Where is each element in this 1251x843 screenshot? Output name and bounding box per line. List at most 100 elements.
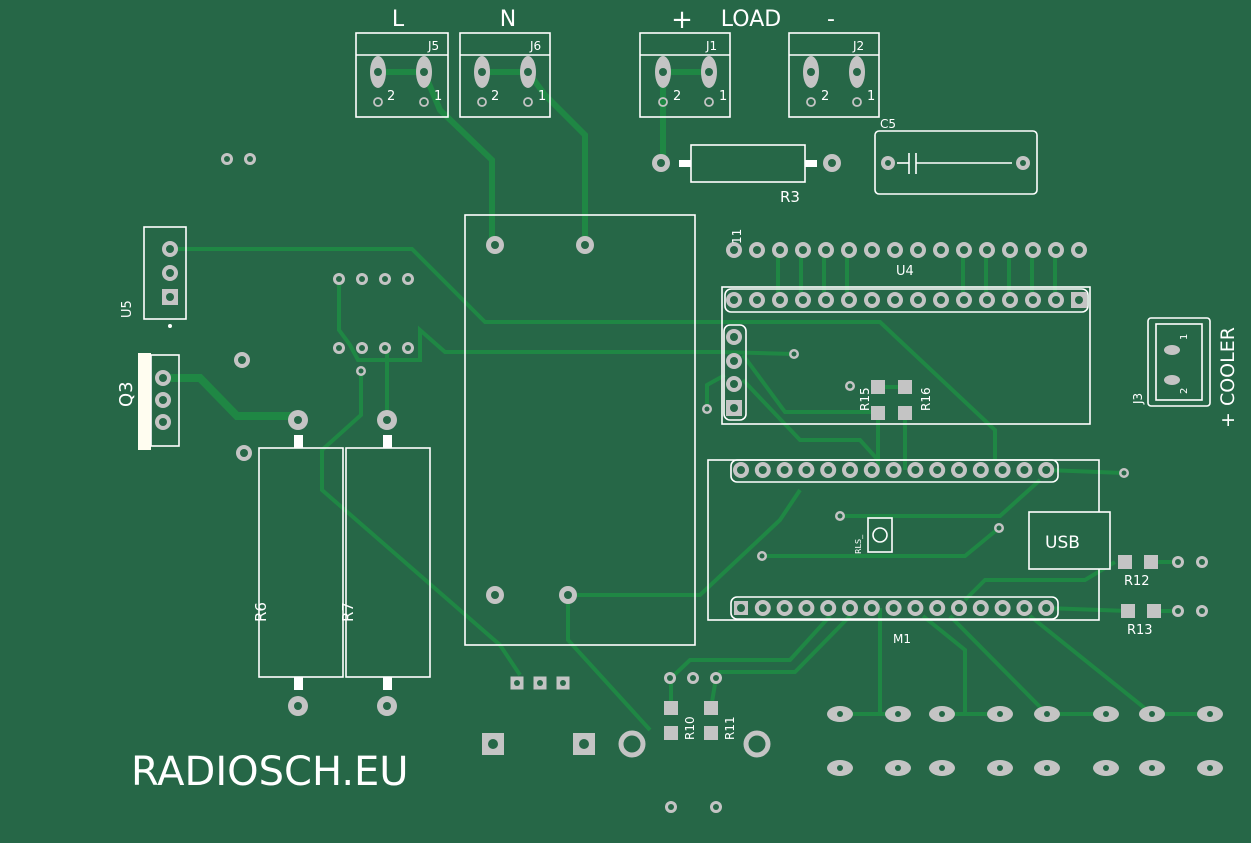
drill-hole — [895, 765, 901, 771]
q3-tab — [138, 353, 151, 450]
oval-pad — [1164, 345, 1180, 355]
drill-hole — [1029, 296, 1037, 304]
drill-hole — [1199, 608, 1205, 614]
drill-hole — [667, 675, 673, 681]
label-u4: U4 — [896, 264, 914, 279]
drill-hole — [937, 296, 945, 304]
drill-hole — [955, 466, 963, 474]
hole-marker — [658, 97, 668, 107]
drill-hole — [853, 68, 861, 76]
label-u4-pin: 11 — [730, 229, 744, 244]
drill-hole — [867, 604, 876, 612]
square-pad — [1144, 555, 1158, 569]
drill-hole — [837, 711, 843, 717]
square-pad — [1118, 555, 1132, 569]
drill-hole — [780, 604, 789, 612]
drill-hole — [159, 374, 167, 382]
drill-hole — [1020, 160, 1026, 166]
brand-label: RADIOSCH.EU — [131, 749, 409, 795]
ring-pad — [618, 730, 646, 758]
drill-hole — [960, 246, 968, 254]
hole-marker — [523, 97, 533, 107]
drill-hole — [960, 296, 968, 304]
drill-hole — [374, 68, 382, 76]
label-minus: - — [827, 7, 835, 32]
drill-hole — [1103, 711, 1109, 717]
drill-hole — [659, 68, 667, 76]
square-pad — [664, 726, 678, 740]
drill-hole — [799, 296, 807, 304]
label-j1: J1 — [705, 39, 717, 53]
j6-outline — [459, 32, 551, 118]
drill-hole — [911, 466, 920, 474]
square-pad — [898, 406, 912, 420]
drill-hole — [1006, 246, 1014, 254]
square-pad — [704, 701, 718, 715]
drill-hole — [939, 765, 945, 771]
drill-hole — [891, 246, 899, 254]
drill-hole — [998, 466, 1007, 474]
drill-hole — [238, 356, 246, 364]
drill-hole — [758, 466, 767, 474]
label-r3: R3 — [780, 188, 800, 206]
drill-hole — [824, 466, 833, 474]
label-r6: R6 — [252, 602, 270, 622]
label-c5: C5 — [880, 117, 896, 131]
square-pad — [871, 380, 885, 394]
drill-hole — [891, 296, 899, 304]
drill-hole — [753, 246, 761, 254]
label-j6: J6 — [529, 39, 541, 53]
drill-hole — [837, 513, 843, 519]
drill-hole — [976, 466, 985, 474]
drill-hole — [1075, 296, 1083, 304]
j3-pin-label: 2 — [1179, 388, 1190, 394]
drill-hole — [359, 276, 365, 282]
drill-hole — [846, 604, 854, 612]
drill-hole — [166, 245, 174, 253]
drill-hole — [895, 711, 901, 717]
drill-hole — [845, 246, 853, 254]
drill-hole — [668, 804, 674, 810]
square-pad — [1121, 604, 1135, 618]
drill-hole — [758, 604, 767, 612]
label-plus: + — [671, 5, 693, 35]
drill-hole — [524, 68, 532, 76]
drill-hole — [885, 160, 891, 166]
drill-hole — [383, 416, 391, 424]
drill-hole — [867, 466, 876, 474]
drill-hole — [1042, 604, 1051, 612]
drill-hole — [1020, 466, 1029, 474]
drill-hole — [911, 604, 920, 612]
drill-hole — [837, 765, 843, 771]
drill-hole — [730, 404, 738, 412]
label-usb: USB — [1045, 533, 1080, 553]
drill-hole — [247, 156, 253, 162]
drill-hole — [914, 296, 922, 304]
hole-marker — [419, 97, 429, 107]
drill-hole — [704, 406, 710, 412]
drill-hole — [705, 68, 713, 76]
drill-hole — [1052, 246, 1060, 254]
drill-hole — [1052, 296, 1060, 304]
label-j2: J2 — [852, 39, 864, 53]
drill-hole — [933, 604, 942, 612]
label-L: L — [392, 7, 405, 32]
drill-hole — [478, 68, 486, 76]
drill-hole — [713, 804, 719, 810]
drill-hole — [824, 604, 833, 612]
drill-hole — [730, 357, 738, 365]
drill-hole — [383, 702, 391, 710]
drill-hole — [560, 680, 566, 686]
drill-hole — [1044, 765, 1050, 771]
hole-marker — [477, 97, 487, 107]
label-r13: R13 — [1127, 623, 1153, 638]
j3-outline — [1147, 317, 1211, 407]
drill-hole — [690, 675, 696, 681]
drill-hole — [1149, 711, 1155, 717]
pin-label: 2 — [387, 89, 395, 104]
drill-hole — [579, 739, 589, 749]
drill-hole — [491, 241, 499, 249]
drill-hole — [294, 702, 302, 710]
drill-hole — [730, 296, 738, 304]
